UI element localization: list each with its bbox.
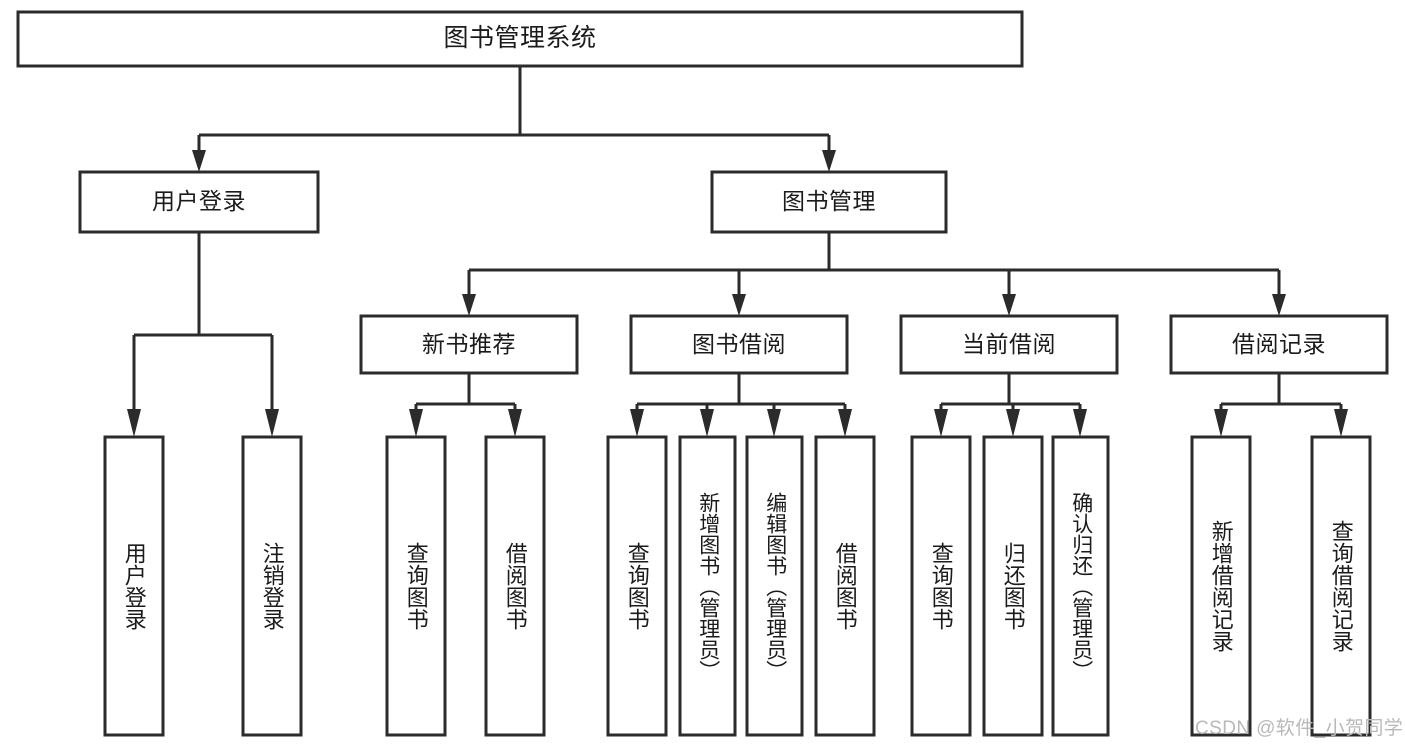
node-box-book-borrow[interactable] — [629, 314, 849, 375]
node-box-current-borrow[interactable] — [899, 314, 1119, 375]
arrowhead-leaf-12 — [1214, 409, 1228, 437]
node-box-leaf-6[interactable] — [678, 435, 737, 737]
arrowhead-leaf-11 — [1073, 409, 1087, 437]
arrowhead-leaf-5 — [630, 409, 644, 437]
arrowhead-leaf-3 — [409, 409, 423, 437]
arrowhead-borrow-record — [1272, 294, 1286, 316]
arrowhead-leaf-1 — [127, 409, 141, 437]
node-box-user-login[interactable] — [78, 170, 320, 234]
node-box-leaf-2[interactable] — [241, 435, 303, 737]
node-box-leaf-1[interactable] — [103, 435, 165, 737]
node-box-book-manage[interactable] — [710, 170, 948, 234]
arrowhead-leaf-8 — [838, 409, 852, 437]
node-box-leaf-7[interactable] — [745, 435, 804, 737]
arrowhead-new-book-rec — [462, 294, 476, 316]
arrowhead-leaf-13 — [1334, 409, 1348, 437]
edge-user-login-bus — [132, 232, 274, 415]
arrowhead-leaf-2 — [265, 409, 279, 437]
node-box-leaf-9[interactable] — [910, 435, 972, 737]
node-box-leaf-8[interactable] — [814, 435, 876, 737]
node-box-root[interactable] — [16, 10, 1024, 68]
edge-new-book-rec-bus — [414, 373, 517, 415]
arrowhead-user-login — [192, 150, 206, 172]
arrowhead-leaf-10 — [1006, 409, 1020, 437]
node-box-borrow-record[interactable] — [1169, 314, 1389, 375]
node-box-new-book-rec[interactable] — [359, 314, 579, 375]
node-box-leaf-10[interactable] — [982, 435, 1044, 737]
edge-book-manage-bus — [467, 232, 1281, 302]
arrowhead-current-borrow — [1002, 294, 1016, 316]
edge-borrow-record-bus — [1219, 373, 1343, 415]
arrowhead-leaf-9 — [934, 409, 948, 437]
node-box-leaf-13[interactable] — [1310, 435, 1372, 737]
node-box-leaf-12[interactable] — [1190, 435, 1252, 737]
arrowhead-leaf-6 — [700, 409, 714, 437]
edge-current-borrow-bus — [939, 373, 1082, 415]
arrowhead-book-manage — [822, 150, 836, 172]
edge-root-bus — [197, 66, 831, 158]
edge-book-borrow-bus — [635, 373, 847, 415]
arrowhead-book-borrow — [732, 294, 746, 316]
node-box-leaf-11[interactable] — [1051, 435, 1110, 737]
node-box-leaf-5[interactable] — [606, 435, 668, 737]
arrowhead-leaf-7 — [767, 409, 781, 437]
node-box-leaf-3[interactable] — [385, 435, 447, 737]
node-box-leaf-4[interactable] — [484, 435, 546, 737]
arrowhead-leaf-4 — [508, 409, 522, 437]
